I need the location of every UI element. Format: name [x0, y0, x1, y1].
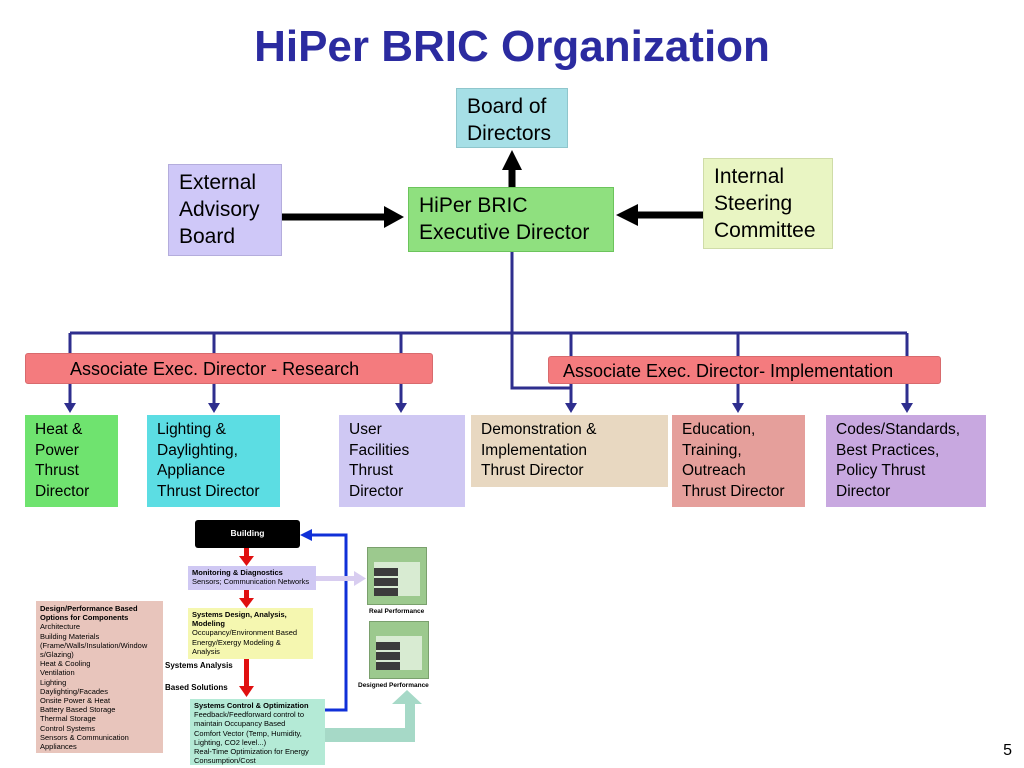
design-options-box: Design/Performance Based Options for Com… [36, 601, 163, 753]
design-options-title: Design/Performance Based Options for Com… [40, 604, 138, 623]
flow-teal-arrows [316, 571, 422, 742]
thrust-education-training: Education, Training, Outreach Thrust Dir… [672, 415, 805, 507]
assoc-director-implementation-box: Associate Exec. Director- Implementation [548, 356, 941, 384]
page-number: 5 [1003, 742, 1012, 759]
real-performance-label: Real Performance [369, 608, 425, 615]
systems-analysis-label: Systems Analysis [165, 661, 233, 670]
org-tree-lines [68, 252, 909, 405]
systems-control-box: Systems Control & Optimization Feedback/… [190, 699, 325, 765]
executive-director-box: HiPer BRIC Executive Director [408, 187, 614, 252]
design-options-body: Architecture Building Materials (Frame/W… [40, 622, 148, 752]
thrust-demonstration-implementation: Demonstration & Implementation Thrust Di… [471, 415, 668, 487]
flow-feedback-head [300, 529, 312, 541]
systems-design-title: Systems Design, Analysis, Modeling [192, 610, 287, 629]
external-advisory-board-box: External Advisory Board [168, 164, 282, 256]
flow-red-arrows [239, 548, 254, 697]
controls-body: Feedback/Feedforward control to maintain… [194, 710, 309, 766]
thrust-codes-standards: Codes/Standards, Best Practices, Policy … [826, 415, 986, 507]
monitoring-body: Sensors; Communication Networks [192, 577, 310, 587]
controls-title: Systems Control & Optimization [194, 701, 309, 710]
real-performance-monitor-icon [367, 547, 427, 605]
assoc-director-research-box: Associate Exec. Director - Research [25, 353, 433, 384]
based-solutions-label: Based Solutions [165, 683, 228, 692]
thrust-lighting-daylighting: Lighting & Daylighting, Appliance Thrust… [147, 415, 280, 507]
page-title: HiPer BRIC Organization [254, 22, 770, 71]
arrow-to-board-head [502, 150, 522, 170]
internal-steering-committee-box: Internal Steering Committee [703, 158, 833, 249]
building-box: Building [195, 520, 300, 548]
systems-design-body: Occupancy/Environment Based Energy/Exerg… [192, 628, 298, 656]
arrow-from-internal-head [616, 204, 638, 226]
designed-performance-label: Designed Performance [358, 682, 429, 689]
flow-feedback-loop [310, 533, 348, 712]
org-tree-arrowheads [64, 403, 913, 413]
board-of-directors-box: Board of Directors [456, 88, 568, 148]
monitoring-title: Monitoring & Diagnostics [192, 568, 283, 577]
arrow-from-external-head [384, 206, 404, 228]
thrust-heat-power: Heat & Power Thrust Director [25, 415, 118, 507]
designed-performance-monitor-icon [369, 621, 429, 679]
monitoring-diagnostics-box: Monitoring & Diagnostics Sensors; Commun… [188, 566, 316, 590]
thrust-user-facilities: User Facilities Thrust Director [339, 415, 465, 507]
systems-design-box: Systems Design, Analysis, Modeling Occup… [188, 608, 313, 659]
